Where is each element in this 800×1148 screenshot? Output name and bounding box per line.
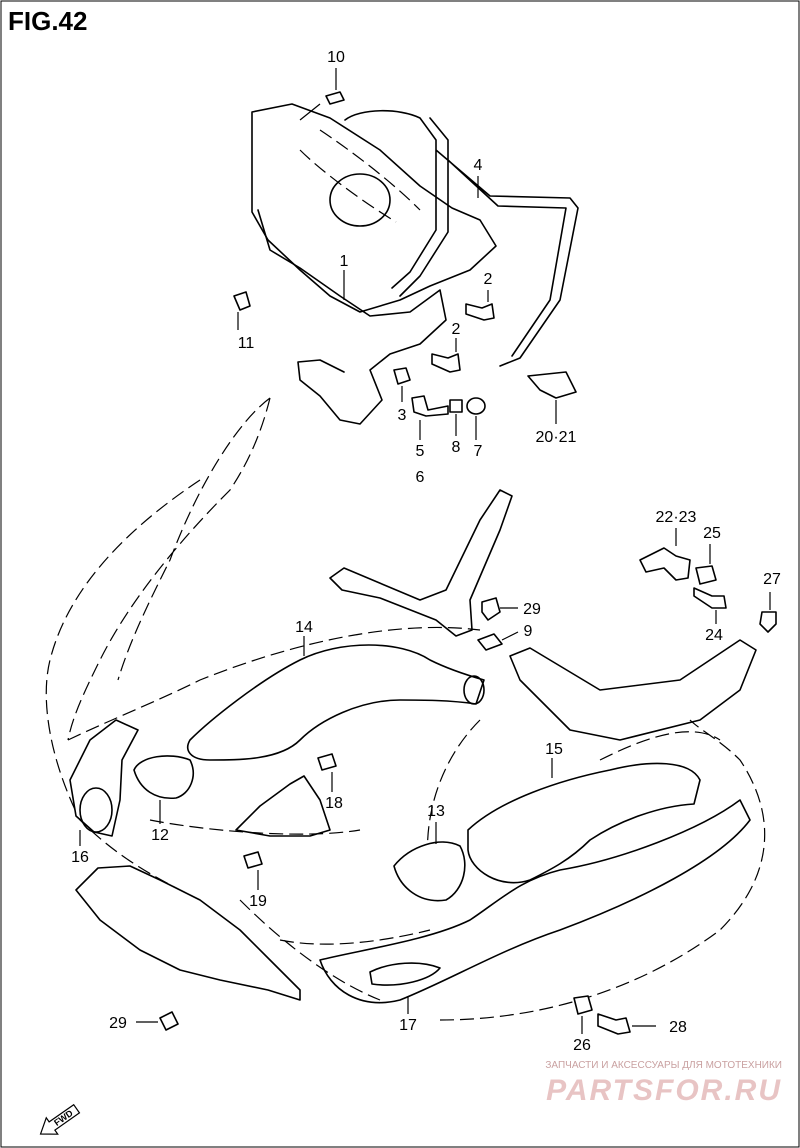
part-12-lens (133, 755, 194, 799)
callout-16: 16 (71, 849, 89, 866)
center-stay (329, 489, 513, 637)
part-13-lens (393, 841, 466, 902)
watermark-tagline: ЗАПЧАСТИ И АКСЕССУАРЫ ДЛЯ МОТОТЕХНИКИ (545, 1060, 782, 1071)
part-14-duct-mouth (463, 675, 485, 705)
callout-3: 3 (398, 407, 407, 424)
part-4-brace (344, 109, 579, 367)
callout-28: 28 (669, 1019, 687, 1036)
callout-15: 15 (545, 741, 563, 758)
callout-25: 25 (703, 525, 721, 542)
figure-title: FIG.42 (8, 6, 87, 36)
part-5-bolt (411, 395, 449, 417)
callout-5: 5 (416, 443, 425, 460)
watermark-brand: PARTSFOR.RU (546, 1074, 782, 1107)
part-8-collar (449, 399, 463, 413)
part-2-bolt-a (465, 303, 495, 321)
part-28-bolt (597, 1013, 631, 1035)
callout-29-lower: 29 (109, 1015, 127, 1032)
callout-7: 7 (474, 443, 483, 460)
callout-24: 24 (705, 627, 723, 644)
cowling-screen-outline (67, 397, 271, 741)
part-24-bolt (693, 587, 727, 609)
part-19-screw (243, 851, 263, 869)
part-27-fastener (759, 611, 777, 633)
leader-9 (501, 631, 519, 641)
part-26-nut (573, 995, 593, 1015)
part-9-clip (477, 633, 503, 651)
inner-side-panel (235, 775, 331, 837)
callout-19: 19 (249, 893, 267, 910)
callout-22-23: 22·23 (656, 509, 697, 526)
callout-14: 14 (295, 619, 313, 636)
callout-12: 12 (151, 827, 169, 844)
part-15-duct (467, 762, 701, 884)
callout-6: 6 (416, 469, 425, 486)
part-3-nut (393, 367, 411, 385)
part-17-vent (369, 962, 441, 986)
leader-10b (299, 103, 321, 121)
part-29-screw-upper (481, 597, 501, 621)
part-20-21-bracket (527, 371, 577, 399)
part-22-23-bracket (639, 547, 691, 581)
part-17-side-panel (319, 799, 751, 1004)
part-10-bolt (325, 91, 345, 105)
callout-26: 26 (573, 1037, 591, 1054)
part-1-lower-stay (257, 209, 447, 425)
part-16-signal (69, 719, 139, 837)
callout-10: 10 (327, 49, 345, 66)
fwd-arrow-icon (39, 1103, 81, 1135)
main-cowling (45, 397, 766, 1021)
part-14-duct (186, 644, 485, 761)
part-1-lamp-opening (329, 173, 391, 227)
part-7-grommet (466, 397, 486, 415)
callout-2-upper: 2 (484, 271, 493, 288)
callout-4: 4 (474, 157, 483, 174)
side-components (69, 528, 777, 1035)
part-29-screw-lower (159, 1011, 179, 1031)
callout-11: 11 (238, 335, 255, 352)
callout-2-lower: 2 (452, 321, 461, 338)
callout-18: 18 (325, 795, 343, 812)
center-components (186, 489, 757, 884)
part-18-screw (317, 753, 337, 771)
callout-13: 13 (427, 803, 445, 820)
part-11-clip (233, 291, 251, 311)
callout-17: 17 (399, 1017, 417, 1034)
part-16-lens (79, 787, 113, 833)
part-1-frame (251, 103, 497, 313)
watermark: ЗАПЧАСТИ И АКСЕССУАРЫ ДЛЯ МОТОТЕХНИКИ PA… (545, 1060, 782, 1107)
part-2-bolt-b (431, 353, 461, 373)
callout-27: 27 (763, 571, 781, 588)
callout-8: 8 (452, 439, 461, 456)
callout-9: 9 (524, 623, 533, 640)
upper-bracket-assembly (233, 68, 579, 440)
callout-20-21: 20·21 (536, 429, 577, 446)
callout-29-upper: 29 (523, 601, 541, 618)
right-stay (509, 639, 757, 741)
cowling-outer-outline (45, 479, 481, 901)
callout-1: 1 (340, 253, 349, 270)
lower-left-panel (75, 865, 301, 1001)
callout-labels: 10 4 1 2 2 11 3 5 6 8 7 20·21 22·23 25 2… (71, 49, 781, 1054)
part-25-nut (695, 565, 717, 585)
